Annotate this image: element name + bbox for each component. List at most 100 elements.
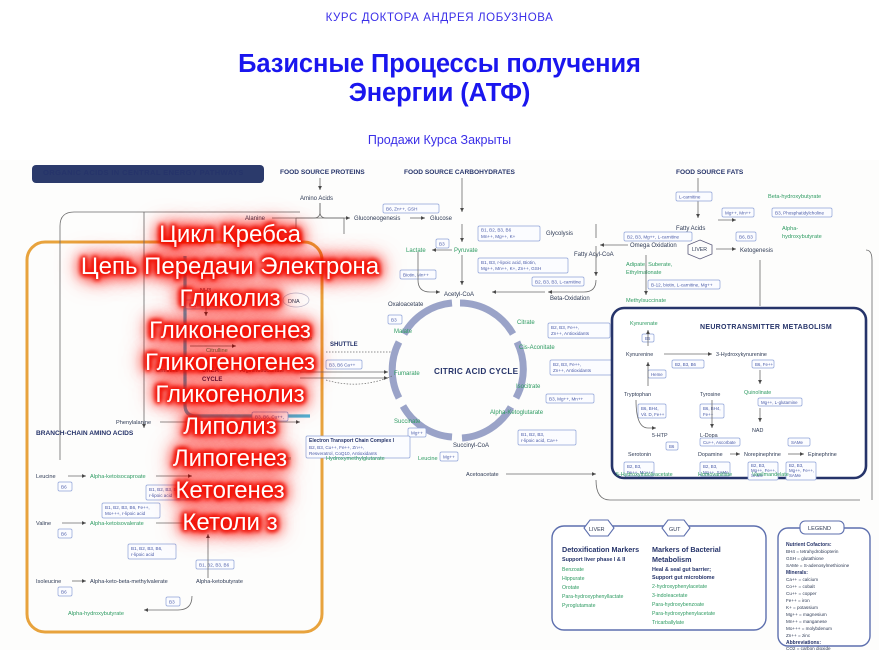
svg-text:Tryptophan: Tryptophan (624, 392, 651, 398)
svg-text:Phenylalanine: Phenylalanine (116, 420, 151, 426)
svg-text:B2, B3, Cu++, Fe++, Zn++,: B2, B3, Cu++, Fe++, Zn++, (309, 445, 364, 450)
svg-text:FOOD SOURCE FATS: FOOD SOURCE FATS (676, 169, 744, 176)
svg-text:r-lipoic acid, Ca++: r-lipoic acid, Ca++ (521, 438, 558, 443)
svg-text:BRANCH-CHAIN AMINO ACIDS: BRANCH-CHAIN AMINO ACIDS (36, 430, 134, 437)
svg-text:Para-hydroxyphenylacetate: Para-hydroxyphenylacetate (652, 611, 715, 617)
svg-text:B3: B3 (169, 600, 175, 605)
svg-text:Resveratrol, CoQ10, Antioxidan: Resveratrol, CoQ10, Antioxidants (309, 451, 378, 456)
svg-text:Citrulline: Citrulline (206, 348, 228, 354)
svg-text:Metabolism: Metabolism (652, 555, 692, 564)
svg-text:B1, B2, B3,: B1, B2, B3, (521, 432, 544, 437)
svg-text:SAMe: SAMe (791, 440, 804, 445)
svg-text:Amino Acids: Amino Acids (300, 196, 333, 202)
svg-text:Alpha-keto-beta-methylvalerate: Alpha-keto-beta-methylvalerate (90, 579, 168, 585)
svg-text:Alpha-ketobutyrate: Alpha-ketobutyrate (196, 579, 243, 585)
svg-text:B3, B6 Ca++: B3, B6 Ca++ (329, 363, 356, 368)
svg-text:Mg++, Fe++,: Mg++, Fe++, (789, 468, 814, 473)
svg-text:Fe++: Fe++ (703, 412, 714, 417)
svg-text:Mn++, Mg++, K+: Mn++, Mg++, K+ (481, 234, 516, 239)
svg-text:LIVER: LIVER (589, 527, 605, 533)
svg-text:Zn++ = zinc: Zn++ = zinc (786, 633, 811, 638)
svg-text:SAMe = S-adenosylmethionine: SAMe = S-adenosylmethionine (786, 563, 850, 568)
svg-text:Heal & seal gut barrier;: Heal & seal gut barrier; (652, 567, 711, 573)
svg-text:LIVER: LIVER (692, 247, 707, 253)
page-title-line-2: Энергии (АТФ) (348, 79, 531, 107)
svg-text:L-Dopa: L-Dopa (700, 433, 718, 439)
svg-text:Fatty Acids: Fatty Acids (676, 226, 705, 232)
svg-text:Mg++, Mn++: Mg++, Mn++ (725, 211, 751, 216)
page-header: КУРС ДОКТОРА АНДРЕЯ ЛОБУЗНОВА Базисные П… (0, 0, 879, 148)
svg-text:Citrate: Citrate (517, 320, 535, 326)
svg-text:Beta-Oxidation: Beta-Oxidation (550, 296, 590, 302)
svg-text:Mn++ = manganese: Mn++ = manganese (786, 619, 827, 624)
diagram-graphic: .dk { fill:#2f3b55; font-family:"Liberat… (0, 160, 879, 650)
svg-text:Leucine: Leucine (36, 474, 56, 480)
svg-text:Detoxification Markers: Detoxification Markers (562, 545, 639, 554)
svg-text:Alpha-hydroxybutyrate: Alpha-hydroxybutyrate (68, 611, 124, 617)
svg-text:B2, B3, Mg++, L-carnitine: B2, B3, Mg++, L-carnitine (627, 235, 680, 240)
svg-text:B-12, biotin, L-carnitine, Mg+: B-12, biotin, L-carnitine, Mg++ (651, 283, 713, 288)
svg-text:Support gut microbiome: Support gut microbiome (652, 575, 715, 581)
svg-text:Beta-hydroxybutyrate: Beta-hydroxybutyrate (768, 194, 821, 200)
svg-text:3-Hydroxykynurenine: 3-Hydroxykynurenine (716, 352, 767, 358)
svg-text:B3, Phosphatidylcholine: B3, Phosphatidylcholine (775, 211, 824, 216)
svg-text:DNA: DNA (288, 299, 300, 305)
svg-text:Hydroxymethylglutarate: Hydroxymethylglutarate (326, 456, 385, 462)
svg-text:Mo+++ = molybdenum: Mo+++ = molybdenum (786, 626, 832, 631)
svg-text:Mo+++, r-lipoic acid: Mo+++, r-lipoic acid (105, 511, 146, 516)
page-subtitle: Продажи Курса Закрыты (367, 133, 512, 147)
svg-text:NH3: NH3 (200, 288, 211, 294)
svg-text:r-lipoic acid: r-lipoic acid (149, 493, 173, 498)
svg-text:Orotate: Orotate (562, 585, 579, 591)
svg-text:Vanilmandelate: Vanilmandelate (752, 472, 789, 478)
svg-text:5-HTP: 5-HTP (652, 433, 668, 439)
svg-text:Norepinephrine: Norepinephrine (744, 452, 781, 458)
svg-text:B6: B6 (61, 590, 67, 595)
svg-text:Mg++, SAMe: Mg++, SAMe (703, 470, 729, 475)
svg-text:Succinyl-CoA: Succinyl-CoA (453, 443, 489, 449)
svg-text:Serotonin: Serotonin (628, 452, 651, 458)
svg-text:GSH = glutathione: GSH = glutathione (786, 556, 824, 561)
svg-text:B3, B6, Cu++,: B3, B6, Cu++, (255, 415, 284, 420)
svg-text:Carbamoyl Phosphate: Carbamoyl Phosphate (176, 324, 231, 330)
svg-text:Para-hydroxybenzoate: Para-hydroxybenzoate (652, 602, 704, 608)
svg-text:GUT: GUT (669, 527, 681, 533)
svg-text:hydroxybutyrate: hydroxybutyrate (782, 234, 822, 240)
svg-text:Argininosuccinate: Argininosuccinate (240, 368, 284, 374)
svg-text:CYCLE: CYCLE (202, 377, 222, 383)
svg-text:Zn++, Antioxidants: Zn++, Antioxidants (553, 368, 592, 373)
svg-text:K+ = potassium: K+ = potassium (786, 605, 818, 610)
svg-text:Heme: Heme (651, 372, 663, 377)
svg-text:Cu++ = copper: Cu++ = copper (786, 591, 817, 596)
svg-text:Ornithine: Ornithine (156, 368, 179, 374)
svg-text:Tricarballylate: Tricarballylate (652, 620, 684, 626)
svg-text:Quinolinate: Quinolinate (744, 390, 771, 396)
svg-text:B6, B3: B6, B3 (739, 235, 753, 240)
svg-text:Glycolysis: Glycolysis (546, 231, 573, 237)
svg-text:Methylsuccinate: Methylsuccinate (626, 298, 666, 304)
svg-text:Omega Oxidation: Omega Oxidation (630, 243, 677, 249)
svg-text:B1, B2, B3, B6: B1, B2, B3, B6 (481, 228, 512, 233)
svg-text:Pyroglutamate: Pyroglutamate (562, 603, 596, 609)
svg-text:B2, B3,: B2, B3, (789, 463, 803, 468)
metabolic-pathway-diagram: .dk { fill:#2f3b55; font-family:"Liberat… (0, 160, 879, 650)
svg-text:Propionyl-CoA: Propionyl-CoA (194, 521, 230, 527)
svg-text:Gluconeogenesis: Gluconeogenesis (354, 216, 400, 222)
svg-text:B6, Zn++, GSH: B6, Zn++, GSH (386, 207, 417, 212)
svg-text:B3: B3 (439, 242, 445, 247)
svg-text:Alpha-ketoisocaproate: Alpha-ketoisocaproate (90, 474, 146, 480)
svg-text:Glucose: Glucose (430, 216, 453, 222)
svg-text:Mg++, Fe++,: Mg++, Fe++, (751, 468, 776, 473)
svg-text:FOOD SOURCE CARBOHYDRATES: FOOD SOURCE CARBOHYDRATES (404, 169, 515, 176)
svg-text:B2, B3, Fe++,: B2, B3, Fe++, (551, 325, 579, 330)
svg-text:Urea: Urea (208, 396, 221, 402)
svg-text:Vit. D, Fe++: Vit. D, Fe++ (641, 412, 665, 417)
svg-text:B1, B2, B3, B6: B1, B2, B3, B6 (199, 563, 230, 568)
svg-text:Mg++ = magnesium: Mg++ = magnesium (786, 612, 827, 617)
svg-text:B2, B3, B3, L-carnitine: B2, B3, B3, L-carnitine (535, 280, 581, 285)
svg-text:3-indoleacetate: 3-indoleacetate (652, 593, 688, 599)
svg-text:NAD: NAD (752, 428, 763, 434)
svg-text:B1, B2, B3, B6, Fe++,: B1, B2, B3, B6, Fe++, (105, 505, 150, 510)
svg-text:B2, B3, Fe++,: B2, B3, Fe++, (553, 362, 581, 367)
svg-text:2-hydroxyphenylacetate: 2-hydroxyphenylacetate (652, 584, 707, 590)
